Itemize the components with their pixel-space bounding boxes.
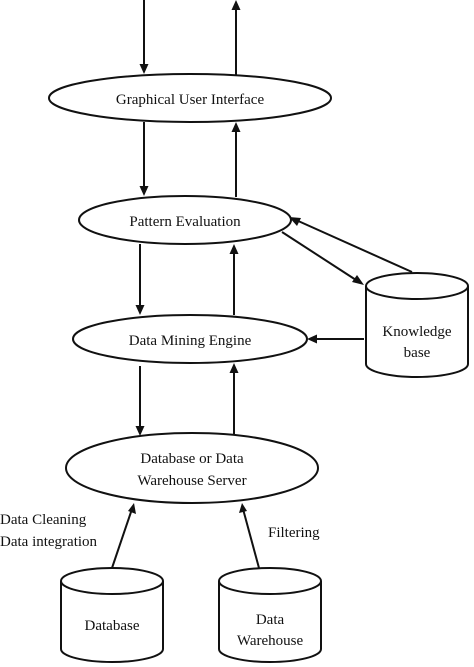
node-database-or-data-warehouse-server: Database or Data Warehouse Server [65, 432, 319, 504]
edge-labels: Data Cleaning Data integration Filtering [0, 512, 320, 550]
node-label: Graphical User Interface [116, 92, 265, 108]
arrowhead-up [231, 0, 241, 10]
node-label-line-1: Database or Data [140, 451, 244, 467]
edges [111, 0, 413, 569]
edge-label-filtering: Filtering [268, 525, 320, 541]
edge-label-data-integration: Data integration [0, 534, 98, 550]
edge-kb-to-pattern [295, 219, 413, 273]
arrowhead-to-knowledge-base [352, 275, 364, 285]
node-label-line-1: Knowledge [382, 324, 451, 340]
arrowhead-down [139, 64, 149, 74]
node-label-line-1: Data [256, 612, 285, 628]
arrowheads [128, 0, 364, 514]
edge-label-data-cleaning: Data Cleaning [0, 512, 87, 528]
arrowhead-up [231, 122, 241, 132]
node-database: Database [60, 567, 164, 663]
edge-database-to-server [111, 508, 133, 569]
arrowhead-down [135, 305, 145, 315]
node-label: Pattern Evaluation [129, 214, 241, 230]
node-label-line-2: Warehouse Server [137, 473, 246, 489]
node-data-mining-engine: Data Mining Engine [72, 314, 308, 364]
node-label: Data Mining Engine [129, 333, 252, 349]
edge-pattern-to-kb [281, 231, 357, 281]
node-graphical-user-interface: Graphical User Interface [48, 73, 332, 123]
arrowhead-warehouse-to-server [239, 503, 247, 513]
node-pattern-evaluation: Pattern Evaluation [78, 195, 292, 245]
edge-warehouse-to-server [242, 508, 260, 569]
node-label-line-2: base [404, 345, 431, 361]
node-knowledge-base: Knowledge base [365, 272, 469, 378]
arrowhead-down [135, 426, 145, 436]
node-data-warehouse: Data Warehouse [218, 567, 322, 663]
arrowhead-database-to-server [128, 503, 136, 514]
node-label-line-2: Warehouse [237, 633, 304, 649]
arrowhead-to-pattern [289, 217, 301, 226]
node-label: Database [85, 618, 140, 634]
arrowhead-to-engine [307, 334, 317, 344]
arrowhead-up [229, 363, 239, 373]
arrowhead-down [139, 186, 149, 196]
arrowhead-up [229, 244, 239, 254]
